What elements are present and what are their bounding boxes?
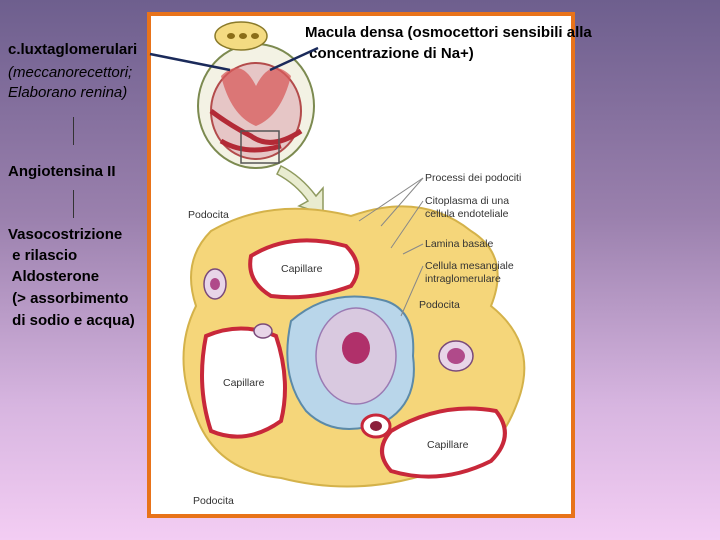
effect-line-1: Vasocostrizione [8, 226, 123, 243]
glomerulus-illustration: Processi dei podociti Citoplasma di una … [182, 21, 526, 507]
label-citoplasma-line2: cellula endoteliale [425, 208, 509, 220]
glomerulus-overview [197, 21, 315, 169]
juxtaglomerular-desc-line2: Elaborano renina) [8, 84, 128, 101]
flow-connector-2 [73, 190, 74, 218]
label-capillare-right: Capillare [427, 439, 469, 451]
label-lamina-basale: Lamina basale [425, 238, 493, 250]
label-mesangiale-line2: intraglomerulare [425, 273, 501, 285]
effect-line-5: di sodio e acqua) [8, 312, 135, 329]
label-podocita-right: Podocita [419, 299, 460, 311]
angiotensin-label: Angiotensina II [8, 163, 116, 180]
juxtaglomerular-desc-line1: (meccanorecettori; [8, 64, 133, 81]
label-capillare-top: Capillare [281, 263, 323, 275]
effect-line-3: Aldosterone [8, 268, 100, 285]
juxtaglomerular-title: c.luxtaglomerulari [8, 41, 138, 58]
glomerulus-detail [182, 205, 526, 488]
macula-densa-line1: Macula densa (osmocettori sensibili alla [305, 24, 592, 41]
label-capillare-left: Capillare [223, 377, 265, 389]
zoom-arrow [276, 164, 324, 216]
macula-densa-title: Macula densa (osmocettori sensibili alla… [305, 22, 592, 64]
effect-line-2: e rilascio [8, 247, 78, 264]
effect-line-4: (> assorbimento [8, 290, 129, 307]
label-citoplasma-line1: Citoplasma di una [425, 195, 509, 207]
label-podocita-bottom: Podocita [193, 495, 234, 507]
label-processi-podociti: Processi dei podociti [425, 172, 521, 184]
macula-densa-line2: concentrazione di Na+) [305, 45, 474, 62]
label-podocita-top: Podocita [188, 209, 229, 221]
label-leader-lines [358, 177, 424, 317]
label-mesangiale-line1: Cellula mesangiale [425, 260, 514, 272]
glomerulus-figure-frame: Processi dei podociti Citoplasma di una … [147, 12, 575, 518]
flow-connector-1 [73, 117, 74, 145]
